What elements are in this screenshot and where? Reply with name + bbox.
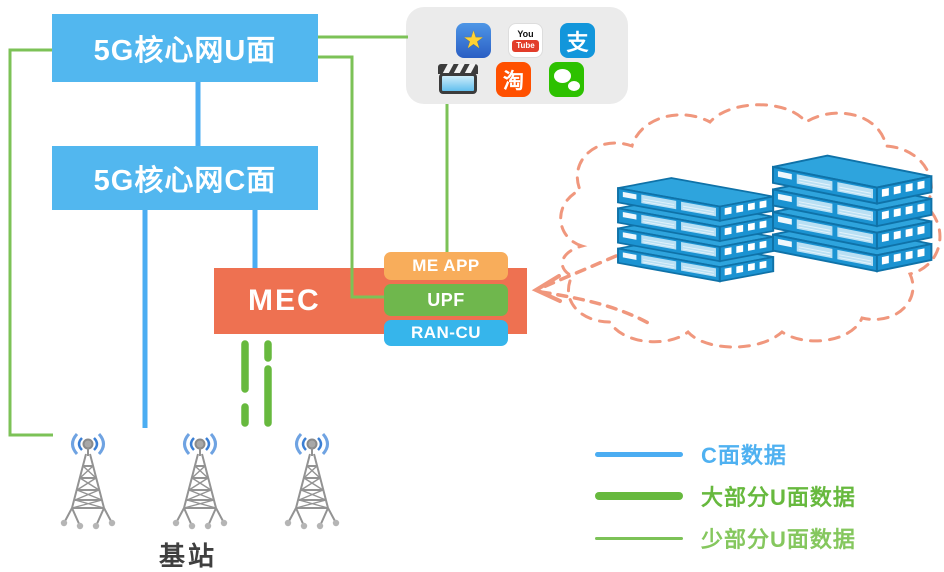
youtube-glyph-top: You	[517, 28, 534, 39]
ran-cu-label: RAN-CU	[410, 323, 482, 342]
internet-apps-panel: ★ You Tube 支 淘	[406, 7, 628, 104]
c-plane-lines	[142, 82, 258, 428]
u-plane-minor-line-core-to-basestation	[8, 48, 53, 437]
legend-line-c-plane	[595, 451, 683, 457]
u-plane-major-dashed-lines	[241, 340, 272, 427]
upf-tag: UPF	[384, 284, 508, 316]
legend: C面数据 大部分U面数据 少部分U面数据	[595, 442, 856, 568]
tower-icon-3	[283, 432, 341, 531]
cloud-to-upf-arrow	[531, 254, 652, 326]
legend-row-u-plane-major: 大部分U面数据	[595, 484, 856, 510]
mec-label: MEC	[248, 284, 321, 317]
alipay-glyph: 支	[566, 29, 589, 55]
star-glyph: ★	[462, 26, 485, 54]
clapper-screen	[439, 73, 477, 94]
core-network-u-plane-label: 5G核心网U面	[93, 35, 277, 67]
u-plane-minor-lines	[8, 35, 449, 437]
legend-row-u-plane-minor: 少部分U面数据	[595, 526, 856, 552]
core-network-u-plane-box: 5G核心网U面	[52, 14, 318, 82]
base-station-caption: 基站	[158, 541, 217, 571]
core-network-c-plane-label: 5G核心网C面	[93, 165, 277, 197]
taobao-icon: 淘	[496, 62, 531, 97]
legend-label-c-plane: C面数据	[701, 443, 787, 468]
tower-icon-1	[59, 432, 117, 531]
youtube-icon: You Tube	[508, 23, 543, 58]
youtube-glyph-bottom: Tube	[512, 39, 539, 52]
upf-label: UPF	[427, 289, 465, 310]
legend-label-u-plane-major: 大部分U面数据	[701, 485, 856, 510]
apps-row-2: 淘	[438, 62, 584, 97]
legend-label-u-plane-minor: 少部分U面数据	[701, 527, 856, 552]
ran-cu-tag: RAN-CU	[384, 320, 508, 346]
clapper-flap	[438, 64, 478, 74]
legend-line-u-plane-major	[595, 492, 683, 500]
u-plane-minor-line-core-to-upf	[318, 55, 384, 299]
server-stack-right	[773, 156, 931, 272]
tower-icon-2	[171, 432, 229, 531]
arrowhead	[531, 274, 562, 303]
core-network-c-plane-box: 5G核心网C面	[52, 146, 318, 210]
legend-row-c-plane: C面数据	[595, 442, 856, 468]
me-app-tag: ME APP	[384, 252, 508, 280]
me-app-label: ME APP	[412, 256, 480, 275]
apps-row-1: ★ You Tube 支	[456, 23, 595, 58]
star-video-app-icon: ★	[456, 23, 491, 58]
server-stack-left	[618, 178, 773, 281]
alipay-icon: 支	[560, 23, 595, 58]
legend-line-u-plane-minor	[595, 536, 683, 540]
wechat-icon	[549, 62, 584, 97]
taobao-glyph: 淘	[503, 69, 524, 93]
cloud-outline	[559, 103, 942, 349]
clapperboard-icon	[438, 62, 478, 97]
